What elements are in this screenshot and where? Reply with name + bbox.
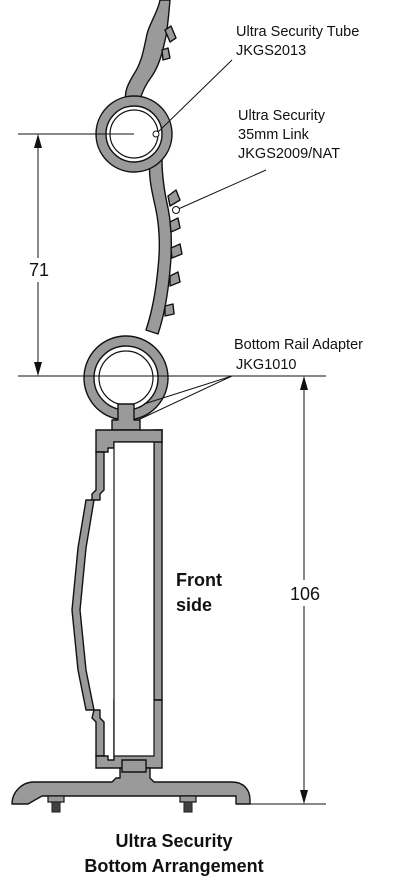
label-adapter: Bottom Rail Adapter JKG1010: [234, 337, 363, 373]
tube-leader: [155, 59, 233, 135]
brush-pad-right: [179, 795, 197, 813]
link-tooth: [170, 243, 183, 259]
rail-hollow: [113, 441, 155, 757]
base-foot-body: [11, 767, 251, 805]
label-link-line2: 35mm Link: [238, 127, 310, 143]
label-tube-line1: Ultra Security Tube: [236, 24, 359, 40]
link-tooth: [164, 303, 175, 317]
label-front-line2: side: [176, 595, 212, 615]
rail-left-wall: [91, 451, 105, 501]
rail-skin: [71, 499, 95, 711]
label-link: Ultra Security 35mm Link JKGS2009/NAT: [238, 108, 340, 162]
dim-71-arrow-top: [34, 134, 42, 148]
title-line2: Bottom Arrangement: [84, 856, 263, 876]
link-profile: [124, 0, 183, 335]
label-tube-line2: JKGS2013: [236, 43, 306, 59]
label-tube: Ultra Security Tube JKGS2013: [236, 24, 359, 59]
label-adapter-line1: Bottom Rail Adapter: [234, 337, 363, 353]
lower-tube-ring-inner: [98, 350, 154, 406]
adapter-leader-2: [143, 375, 233, 405]
link-tooth: [169, 217, 181, 233]
tube-leader-dot: [152, 130, 160, 138]
label-link-line1: Ultra Security: [238, 108, 326, 124]
diagram-title: Ultra Security Bottom Arrangement: [84, 831, 263, 876]
link-tooth: [169, 271, 181, 287]
link-leader-dot: [172, 206, 180, 214]
base-foot: [11, 759, 251, 813]
link-tooth: [161, 47, 171, 61]
lower-tube: [83, 335, 169, 431]
dimension-106: [18, 375, 326, 805]
dim-71-label: 71: [29, 260, 49, 280]
link-leader: [175, 169, 267, 211]
dim-106-arrow-bottom: [300, 790, 308, 804]
label-adapter-line2: JKG1010: [236, 357, 296, 373]
label-front-side: Front side: [176, 570, 222, 615]
rail-right-wall: [153, 429, 163, 701]
dim-106-arrow-top: [300, 376, 308, 390]
title-line1: Ultra Security: [115, 831, 232, 851]
leader-lines: [137, 59, 267, 421]
bottom-rail: [71, 429, 163, 769]
link-tooth: [164, 25, 177, 43]
dim-71-arrow-bottom: [34, 362, 42, 376]
base-connector: [121, 759, 147, 773]
label-link-line3: JKGS2009/NAT: [238, 146, 340, 162]
dim-106-label: 106: [290, 584, 320, 604]
dimension-71: [18, 133, 134, 376]
label-front-line1: Front: [176, 570, 222, 590]
brush-pad-left: [47, 795, 65, 813]
adapter-leader: [137, 375, 233, 421]
link-strip-middle: [145, 159, 173, 335]
link-tooth: [167, 189, 181, 207]
rail-left-wall-lower: [91, 709, 105, 757]
